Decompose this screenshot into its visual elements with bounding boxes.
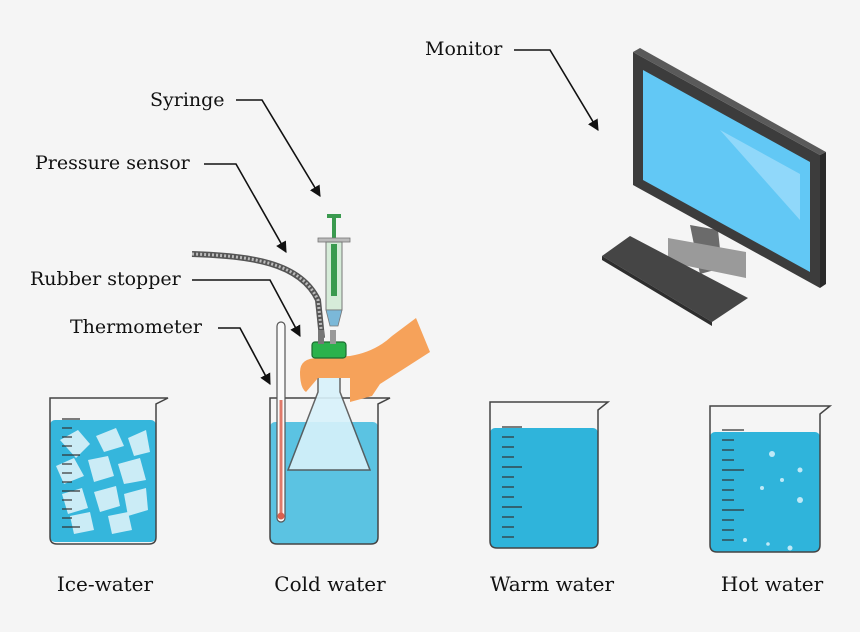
pressure-sensor-cable	[191, 251, 325, 339]
pressure-sensor-leader	[204, 163, 287, 253]
rubber-stopper-label: Rubber stopper	[30, 268, 181, 290]
caption-warm-water: Warm water	[489, 572, 615, 596]
hand	[300, 318, 430, 402]
leader-lines	[192, 49, 599, 385]
syringe	[317, 214, 351, 327]
keyboard	[602, 236, 748, 322]
rubber-stopper	[311, 330, 347, 359]
caption-hot-water: Hot water	[720, 572, 824, 596]
beaker-warm-water	[489, 401, 611, 549]
caption-cold-water: Cold water	[274, 572, 386, 596]
monitor-leader	[514, 49, 599, 131]
caption-ice-water: Ice-water	[56, 572, 154, 596]
monitor-screen	[643, 70, 810, 272]
beaker-ice-water	[49, 397, 169, 545]
thermometer	[276, 321, 286, 523]
beaker-hot-water	[709, 405, 833, 553]
syringe-leader	[236, 99, 321, 197]
thermometer-label: Thermometer	[70, 316, 202, 338]
pressure-sensor-label: Pressure sensor	[35, 152, 190, 174]
monitor	[602, 48, 826, 326]
rubber-stopper-leader	[192, 279, 301, 337]
thermometer-leader	[218, 327, 271, 385]
bubbles	[743, 451, 803, 551]
monitor-label: Monitor	[425, 38, 503, 60]
syringe-label: Syringe	[150, 89, 225, 111]
